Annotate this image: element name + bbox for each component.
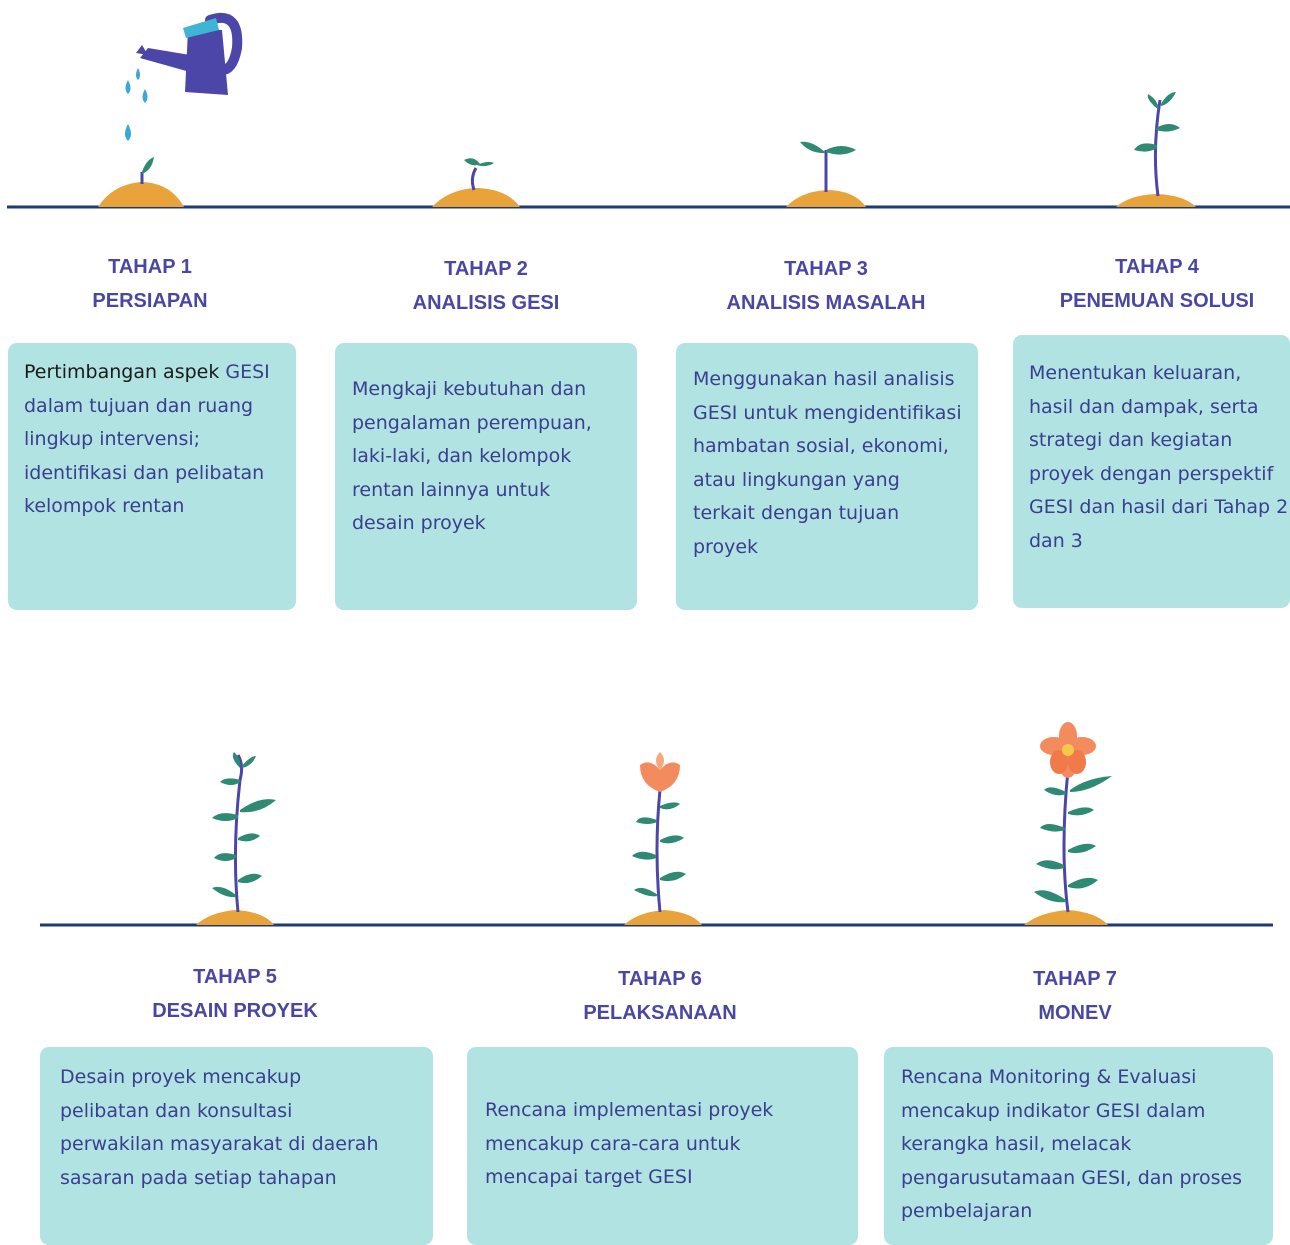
blooming-flower-icon <box>1024 722 1112 925</box>
stage-5-card: Desain proyek mencakup pelibatan dan kon… <box>40 1047 433 1245</box>
sprout-icon-1 <box>98 157 184 207</box>
stage-3-description: Menggunakan hasil analisis GESI untuk me… <box>693 368 962 558</box>
stage-1-description-lead: Pertimbangan aspek <box>24 361 220 383</box>
stage-4-name: PENEMUAN SOLUSI <box>1059 290 1255 312</box>
stage-3-name: ANALISIS MASALAH <box>726 292 926 314</box>
young-plant-icon <box>1116 92 1196 207</box>
stage-4-title: TAHAP 4 PENEMUAN SOLUSI <box>1032 250 1282 318</box>
stage-4-card: Menentukan keluaran, hasil dan dampak, s… <box>1013 335 1290 608</box>
stage-6-description: Rencana implementasi proyek mencakup car… <box>485 1099 774 1188</box>
stage-3-label: TAHAP 3 <box>784 258 868 280</box>
stage-2-card: Mengkaji kebutuhan dan pengalaman peremp… <box>335 343 637 610</box>
stage-5-label: TAHAP 5 <box>193 966 277 988</box>
stage-4-description: Menentukan keluaran, hasil dan dampak, s… <box>1029 362 1289 552</box>
sprout-icon-2 <box>432 158 520 207</box>
stage-6-name: PELAKSANAAN <box>583 1002 737 1024</box>
stage-7-name: MONEV <box>1038 1002 1112 1024</box>
stage-3-title: TAHAP 3 ANALISIS MASALAH <box>696 252 956 320</box>
stage-2-name: ANALISIS GESI <box>412 292 560 314</box>
stage-4-label: TAHAP 4 <box>1115 256 1199 278</box>
stage-1-description: Pertimbangan aspek GESI dalam tujuan dan… <box>24 356 274 524</box>
bud-flower-icon <box>624 752 702 925</box>
stage-7-title: TAHAP 7 MONEV <box>985 962 1165 1030</box>
stage-7-label: TAHAP 7 <box>1033 968 1117 990</box>
stage-7-description: Rencana Monitoring & Evaluasi mencakup i… <box>901 1066 1243 1222</box>
stage-5-name: DESAIN PROYEK <box>152 1000 318 1022</box>
stage-7-card: Rencana Monitoring & Evaluasi mencakup i… <box>884 1047 1273 1245</box>
stage-2-label: TAHAP 2 <box>444 258 528 280</box>
watering-can-icon <box>136 13 243 95</box>
stage-1-name: PERSIAPAN <box>92 290 208 312</box>
seedling-icon <box>786 141 866 207</box>
stage-1-card: Pertimbangan aspek GESI dalam tujuan dan… <box>8 343 296 610</box>
leafy-plant-icon <box>196 752 276 925</box>
stage-5-title: TAHAP 5 DESAIN PROYEK <box>120 960 350 1028</box>
stage-1-description-body: GESI dalam tujuan dan ruang lingkup inte… <box>24 361 270 517</box>
stage-1-label: TAHAP 1 <box>108 256 192 278</box>
stage-3-card: Menggunakan hasil analisis GESI untuk me… <box>676 343 978 610</box>
water-drops-icon <box>125 68 148 141</box>
stage-5-description: Desain proyek mencakup pelibatan dan kon… <box>60 1066 379 1189</box>
stage-6-title: TAHAP 6 PELAKSANAAN <box>550 962 770 1030</box>
stage-1-title: TAHAP 1 PERSIAPAN <box>40 250 260 318</box>
stage-6-label: TAHAP 6 <box>618 968 702 990</box>
stage-2-description: Mengkaji kebutuhan dan pengalaman peremp… <box>352 378 592 534</box>
stage-2-title: TAHAP 2 ANALISIS GESI <box>366 252 606 320</box>
stage-6-card: Rencana implementasi proyek mencakup car… <box>467 1047 858 1245</box>
